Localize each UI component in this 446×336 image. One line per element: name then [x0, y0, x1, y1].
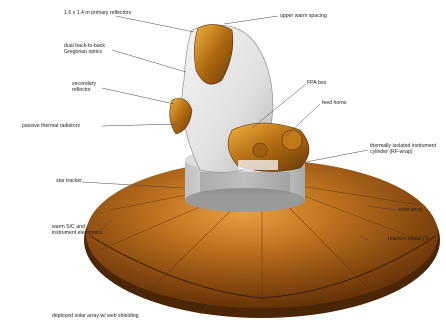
label-feed-horns: feed horns	[322, 100, 347, 106]
label-fpa-box: FPA box	[307, 80, 326, 86]
label-dual-back-to-back: dual back-to-back Gregorian optics	[64, 43, 124, 55]
label-star-tracker: star tracker	[56, 178, 82, 184]
label-deployed-shield: deployed solar array w/ web shielding	[52, 313, 139, 319]
label-upper-warm-shield: upper warm spacing	[280, 13, 327, 19]
label-warm-electronics: warm S/C and instrument electronics	[52, 224, 106, 236]
label-passive-thermal-radiator: passive thermal radiators	[22, 123, 80, 129]
label-thermally-isolated: thermally isolated instrument cylinder (…	[370, 143, 444, 155]
label-secondary-reflector: secondary reflector	[72, 81, 112, 93]
label-feedhorns: 1.6 x 1.4 m primary reflectors	[64, 10, 131, 16]
label-reaction-wheel: reaction wheel (3)	[388, 236, 434, 242]
label-solar-array: solar array	[398, 207, 423, 213]
feed-horn-assembly	[228, 123, 309, 172]
